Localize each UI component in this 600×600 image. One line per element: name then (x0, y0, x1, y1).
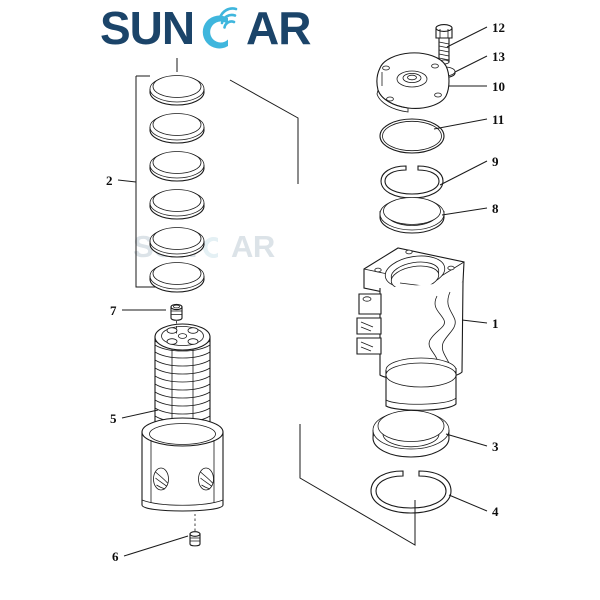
callout-label-6: 6 (112, 549, 119, 564)
callout-label-12: 12 (492, 20, 505, 35)
seal-ring (149, 75, 205, 106)
logo-text-sun: SUN (100, 2, 195, 54)
mounting-lugs (356, 293, 382, 355)
lower-plug (189, 514, 201, 547)
assembly-reference-line-lower (299, 424, 416, 546)
seal-ring (149, 262, 205, 293)
callout-label-1: 1 (492, 316, 499, 331)
upper-plug (170, 303, 183, 334)
logo-text-ar: AR (246, 2, 312, 54)
callout-label-7: 7 (110, 303, 117, 318)
callout-label-9: 9 (492, 154, 499, 169)
spindle-assembly (141, 323, 224, 512)
callout-label-11: 11 (492, 112, 505, 127)
cover-plate (376, 52, 450, 113)
seal-ring (149, 227, 205, 258)
callout-label-2: 2 (106, 173, 113, 188)
roller-bearing (372, 410, 450, 458)
bushing-ring (379, 197, 445, 234)
seal-ring (149, 151, 205, 182)
snap-ring-lower (370, 470, 452, 514)
hex-bolt (435, 24, 453, 65)
svg-text:AR: AR (231, 229, 275, 264)
wifi-arcs-icon (218, 7, 238, 29)
base-side-ports (153, 467, 214, 491)
callout-label-10: 10 (492, 79, 505, 94)
suncar-logo: SUN AR (100, 2, 390, 54)
assembly-reference-line-upper (229, 79, 299, 184)
leader-lines-right (433, 26, 488, 512)
callout-label-3: 3 (492, 439, 499, 454)
o-ring (379, 118, 445, 154)
callout-label-8: 8 (492, 201, 499, 216)
leader-lines-left (121, 309, 189, 557)
seal-ring (149, 113, 205, 144)
callout-bracket-2 (117, 75, 156, 288)
svg-text:AR: AR (246, 2, 311, 54)
callout-label-5: 5 (110, 411, 117, 426)
seal-ring (149, 189, 205, 220)
main-housing (356, 247, 465, 411)
seal-ring-stack (149, 75, 205, 293)
spindle-port-holes (166, 327, 199, 345)
callout-label-13: 13 (492, 49, 505, 64)
snap-ring-upper (380, 165, 444, 199)
svg-text:SUN: SUN (100, 2, 194, 54)
callout-label-4: 4 (492, 504, 499, 519)
logo-letter-c (202, 7, 238, 49)
